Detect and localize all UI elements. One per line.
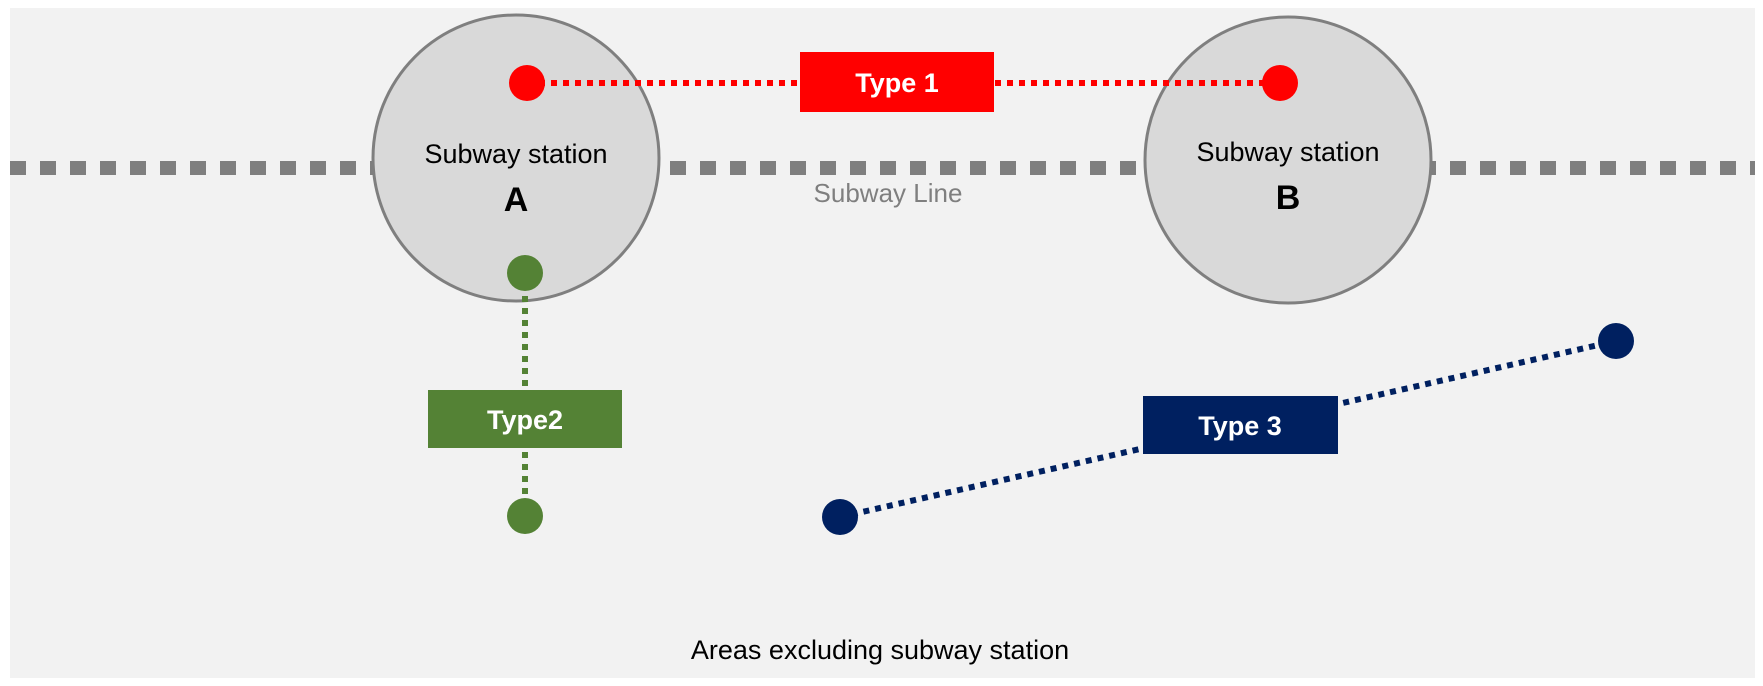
type-1-endpoint-station-a (509, 65, 545, 101)
station-a-name: Subway station (424, 139, 607, 169)
type-1-endpoint-station-b (1262, 65, 1298, 101)
type-3-label: Type 3 (1198, 411, 1282, 441)
type-1-label-box (800, 52, 994, 112)
station-b-circle (1143, 15, 1433, 305)
station-b-name: Subway station (1196, 137, 1379, 167)
station-b: Subway station B (1143, 15, 1433, 305)
type-2-endpoint-station-a (507, 255, 543, 291)
type-2-endpoint-outside (507, 498, 543, 534)
type-2-label: Type2 (487, 405, 563, 435)
station-a-letter: A (504, 181, 529, 219)
type-1-label: Type 1 (855, 68, 939, 98)
type-3-label-box (1143, 396, 1338, 454)
type-2-label-box (428, 390, 622, 448)
type-3-endpoint-end (1598, 323, 1634, 359)
type-3-endpoint-start (822, 499, 858, 535)
type-2-connection: Type2 (428, 255, 622, 534)
station-a: Subway station A (371, 13, 661, 303)
station-b-letter: B (1276, 179, 1301, 217)
type-1-connection: Type 1 (509, 52, 1298, 112)
subway-line-label: Subway Line (814, 178, 963, 208)
area-outside-stations-label: Areas excluding subway station (691, 635, 1069, 665)
station-a-circle (371, 13, 661, 303)
type-3-connection: Type 3 (822, 323, 1634, 535)
diagram-background (10, 8, 1755, 678)
